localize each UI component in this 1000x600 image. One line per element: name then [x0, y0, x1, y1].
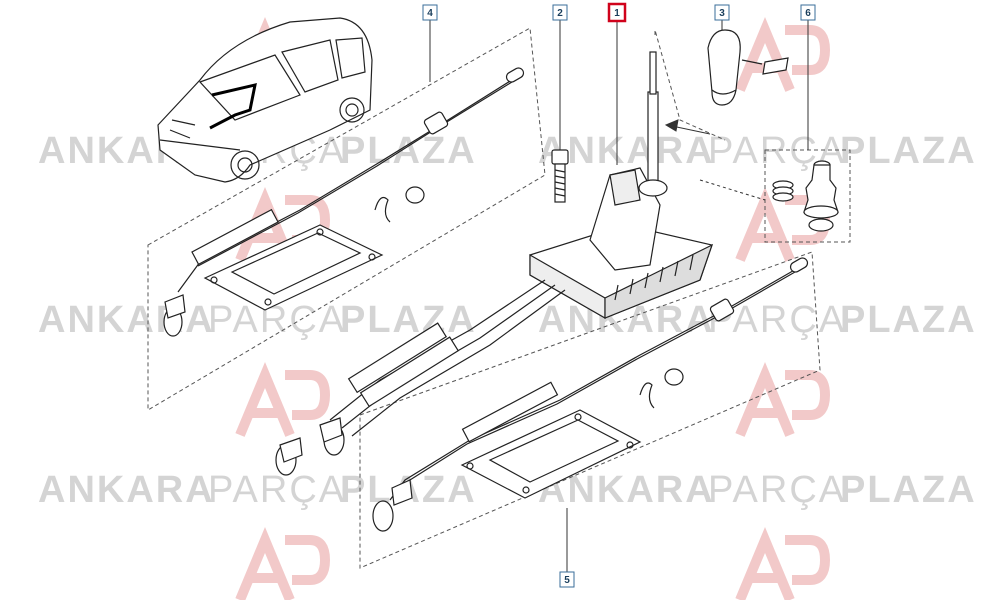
watermark-word-3: PLAZA	[340, 130, 477, 172]
gasket-small-icon	[762, 57, 789, 75]
seal-ring-icon	[405, 186, 425, 204]
watermark-logo	[735, 527, 831, 600]
group-outline-5	[359, 251, 821, 569]
arrow-head	[664, 119, 679, 132]
watermark-word-1: ANKARA	[38, 469, 215, 511]
watermark-logo	[235, 527, 331, 600]
cable-end-icon	[789, 257, 809, 273]
callout-1[interactable]: 1	[607, 2, 627, 23]
watermark-word-2: PARÇA	[708, 469, 846, 511]
gasket-plate-icon	[460, 409, 642, 499]
spring-icon	[772, 180, 794, 202]
callouts: 4 2 1 3 6 5	[422, 2, 816, 588]
watermark-word-3: PLAZA	[840, 299, 977, 341]
callout-6[interactable]: 6	[800, 4, 816, 21]
bolt-icon	[551, 149, 569, 203]
clip-icon	[639, 382, 655, 409]
gasket-plate-icon	[203, 224, 384, 311]
watermark-word-3: PLAZA	[840, 469, 977, 511]
callout-5[interactable]: 5	[559, 571, 575, 588]
boot-icon	[803, 160, 839, 232]
watermark-logo	[735, 362, 831, 437]
cable-end-icon	[505, 67, 525, 83]
callout-3-label: 3	[719, 8, 725, 19]
gear-knob-icon	[707, 29, 789, 106]
arrow-line	[671, 125, 711, 135]
clip-icon	[374, 197, 391, 223]
watermark-word-3: PLAZA	[840, 130, 977, 172]
watermark-word-1: ANKARA	[38, 299, 215, 341]
watermark-word-2: PARÇA	[208, 469, 346, 511]
callout-1-label: 1	[614, 8, 620, 19]
seal-ring-icon	[664, 368, 684, 386]
leader-knob	[654, 29, 726, 141]
gear-shift-unit	[275, 51, 714, 476]
leader-line-group6	[699, 179, 766, 201]
car-outline-icon	[157, 17, 373, 183]
callout-5-label: 5	[564, 575, 570, 586]
callout-2-label: 2	[557, 8, 563, 19]
callout-4-label: 4	[427, 8, 433, 19]
callout-2[interactable]: 2	[552, 4, 568, 21]
callout-4[interactable]: 4	[422, 4, 438, 21]
boot-icon	[372, 500, 394, 532]
callout-6-label: 6	[805, 8, 811, 19]
cable-assembly-4	[163, 67, 525, 337]
callout-3[interactable]: 3	[714, 4, 730, 21]
cable-4	[177, 77, 516, 293]
watermark-logo	[235, 362, 331, 437]
group-6-parts	[772, 160, 839, 232]
watermark-word-3: PLAZA	[340, 299, 477, 341]
cable-assembly-5	[372, 257, 809, 532]
